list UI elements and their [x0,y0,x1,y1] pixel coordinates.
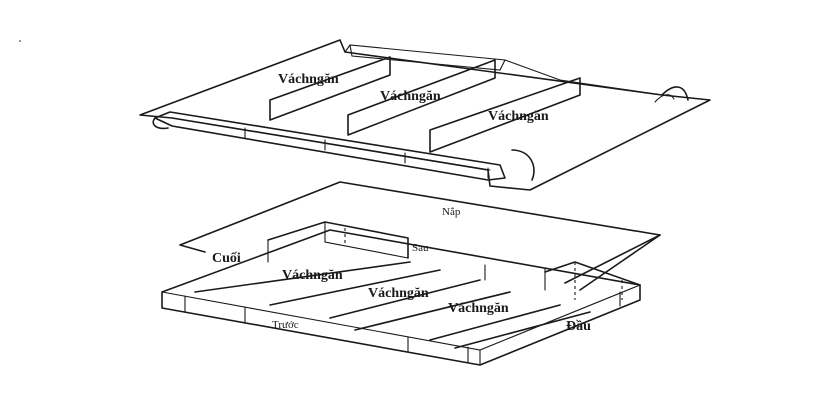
top-panel-left-curl [152,117,169,130]
bottom-partition-1 [194,261,441,306]
top-panel-front-strip [154,111,506,181]
bottom-partition-slot [484,264,546,291]
bottom-partition-3 [429,304,591,349]
tray-outline [161,229,641,366]
top-panel-back-edge [344,44,663,96]
top-partition-3 [429,77,581,153]
label-end: Cuối [212,251,241,266]
label-top-partition-1: Váchngăn [278,72,339,87]
bottom-partition-2 [329,279,511,331]
top-panel-front-strip-line [171,117,491,171]
tray-back-wall [267,221,409,259]
label-top-partition-2: Váchngăn [380,89,441,104]
top-panel-outline [139,39,711,191]
label-back: Sau [412,242,429,254]
bottom-tray: Cuối Sau Váchngăn Váchngăn Váchngăn Trướ… [161,221,641,366]
label-head: Đầu [566,319,591,334]
label-bottom-partition-1: Váchngăn [282,268,343,283]
top-panel-right-curl [661,86,689,101]
lid-outline [179,181,661,291]
label-bottom-partition-3: Váchngăn [448,301,509,316]
label-top-partition-3: Váchngăn [488,109,549,124]
tray-back-wall-base [267,221,409,263]
top-partition-1 [269,56,391,121]
tray-head-wall-hidden [574,262,623,300]
top-panel-front-curl [511,149,535,181]
top-panel-right-curl-inner [654,94,675,103]
label-front: Trước [272,319,299,331]
scan-speck [19,40,21,42]
top-partition-2 [347,59,496,136]
top-panel-back-ledge [349,44,506,71]
label-bottom-partition-2: Váchngăn [368,286,429,301]
label-lid: Nắp [442,206,461,218]
top-partition-panel: Váchngăn Váchngăn Váchngăn [139,39,711,191]
